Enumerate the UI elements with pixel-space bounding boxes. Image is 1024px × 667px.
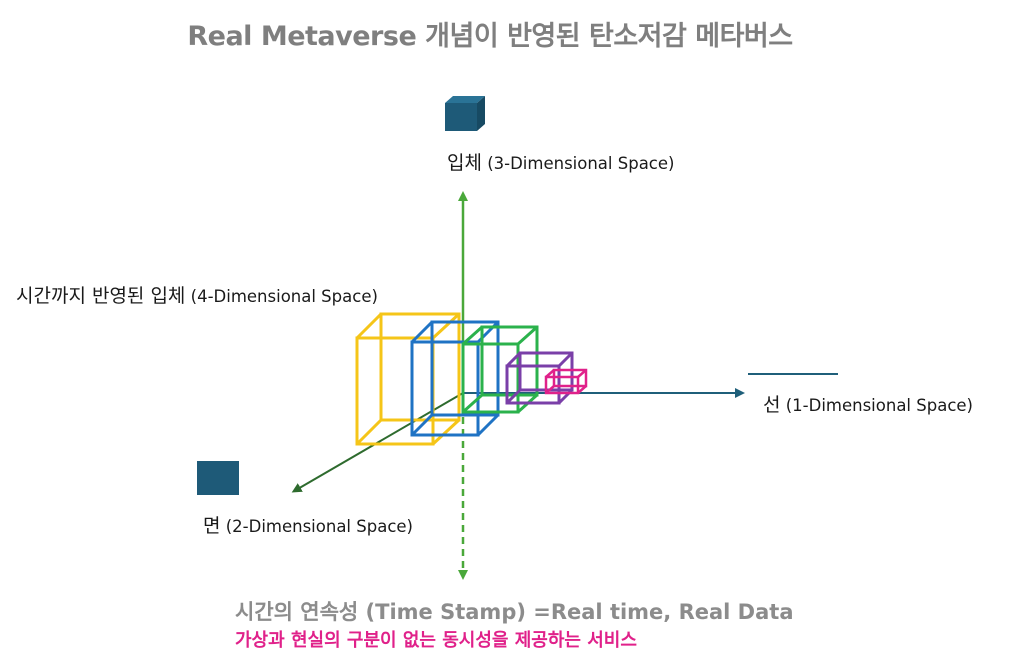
page-title: Real Metaverse 개념이 반영된 탄소저감 메타버스 (187, 21, 793, 52)
label-2d-en: (2-Dimensional Space) (220, 517, 413, 536)
label-2d-ko: 면 (203, 515, 221, 537)
solid-cube-icon (445, 96, 485, 131)
green-cube (461, 325, 539, 414)
yellow-cube (355, 312, 461, 446)
pink-cube (544, 368, 588, 395)
label-4d-en: (4-Dimensional Space) (185, 287, 378, 306)
label-3d-ko: 입체 (447, 152, 482, 174)
label-4d-space: 시간까지 반영된 입체 (4-Dimensional Space) (16, 281, 378, 308)
label-3d-en: (3-Dimensional Space) (481, 154, 675, 173)
label-1d-ko: 선 (763, 394, 781, 416)
label-2d-space: 면 (2-Dimensional Space) (203, 511, 413, 538)
label-1d-en: (1-Dimensional Space) (780, 396, 973, 415)
plane-square-icon (197, 461, 239, 495)
time-continuity-caption: 시간의 연속성 (Time Stamp) =Real time, Real Da… (235, 600, 794, 624)
label-1d-space: 선 (1-Dimensional Space) (763, 390, 973, 417)
synchronicity-caption: 가상과 현실의 구분이 없는 동시성을 제공하는 서비스 (235, 630, 637, 651)
label-3d-space: 입체 (3-Dimensional Space) (447, 148, 674, 175)
diagonal-axis (291, 392, 464, 493)
label-4d-ko: 시간까지 반영된 입체 (16, 285, 186, 307)
